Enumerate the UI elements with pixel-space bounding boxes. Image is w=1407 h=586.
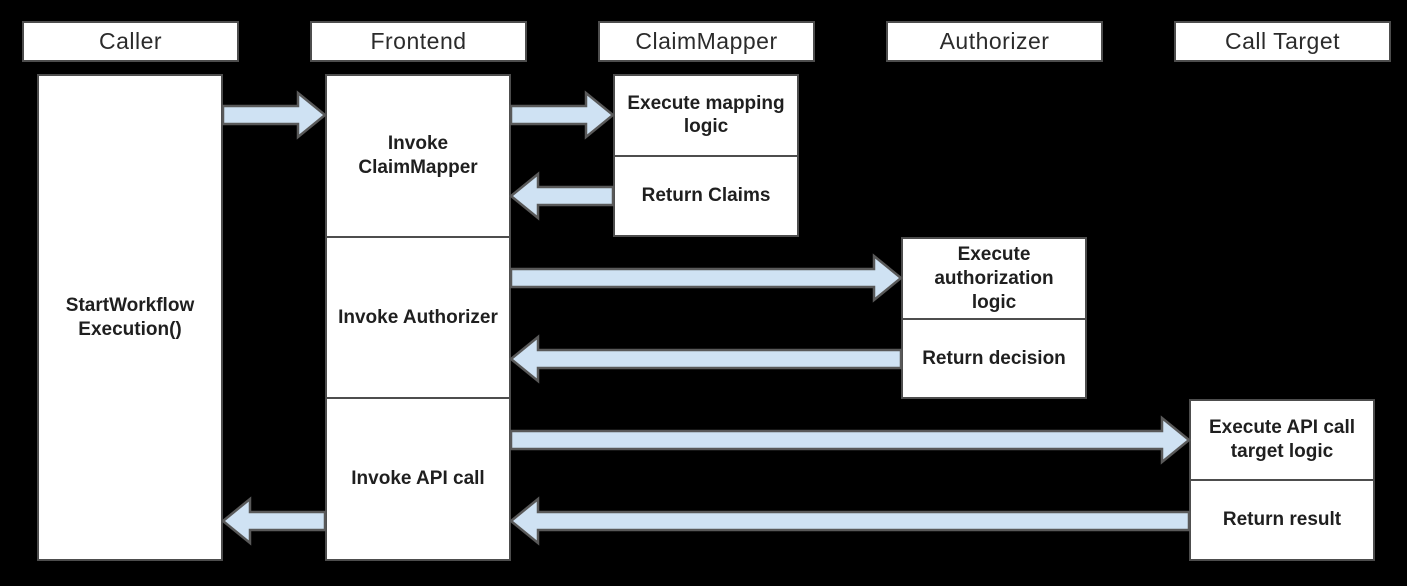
arrow-frontend-to-claimmapper: [509, 90, 615, 140]
lane-header-calltarget: Call Target: [1174, 21, 1391, 62]
activation-authorizer: Execute authorization logic Return decis…: [901, 237, 1087, 399]
arrow-frontend-to-caller: [221, 496, 327, 546]
authorizer-step-return-decision: Return decision: [903, 318, 1085, 397]
arrow-caller-to-frontend: [221, 90, 327, 140]
arrow-claimmapper-to-frontend: [509, 171, 615, 221]
frontend-step-invoke-api-call: Invoke API call: [327, 397, 509, 559]
calltarget-step-execute-api-call-target-logic: Execute API call target logic: [1208, 417, 1356, 462]
arrow-authorizer-to-frontend: [509, 334, 903, 384]
arrow-frontend-to-authorizer: [509, 253, 903, 303]
lane-header-claimmapper: ClaimMapper: [598, 21, 815, 62]
arrow-calltarget-to-frontend: [509, 496, 1191, 546]
caller-step-startworkflowexecution: StartWorkflow Execution(): [65, 294, 195, 340]
lane-header-authorizer: Authorizer: [886, 21, 1103, 62]
authorizer-step-execute-authorization-logic: Execute authorization logic: [934, 244, 1054, 313]
calltarget-step-return-result: Return result: [1191, 479, 1373, 559]
lane-header-frontend: Frontend: [310, 21, 527, 62]
activation-caller: StartWorkflow Execution(): [37, 74, 223, 561]
activation-claimmapper: Execute mapping logic Return Claims: [613, 74, 799, 237]
activation-frontend: Invoke ClaimMapper Invoke Authorizer Inv…: [325, 74, 511, 561]
activation-calltarget: Execute API call target logic Return res…: [1189, 399, 1375, 561]
claimmapper-step-return-claims: Return Claims: [615, 154, 797, 236]
lane-header-caller: Caller: [22, 21, 239, 62]
frontend-step-invoke-authorizer: Invoke Authorizer: [327, 235, 509, 398]
arrow-frontend-to-calltarget: [509, 415, 1191, 465]
frontend-step-invoke-claimmapper: Invoke ClaimMapper: [358, 133, 478, 178]
claimmapper-step-execute-mapping-logic: Execute mapping logic: [627, 92, 785, 138]
